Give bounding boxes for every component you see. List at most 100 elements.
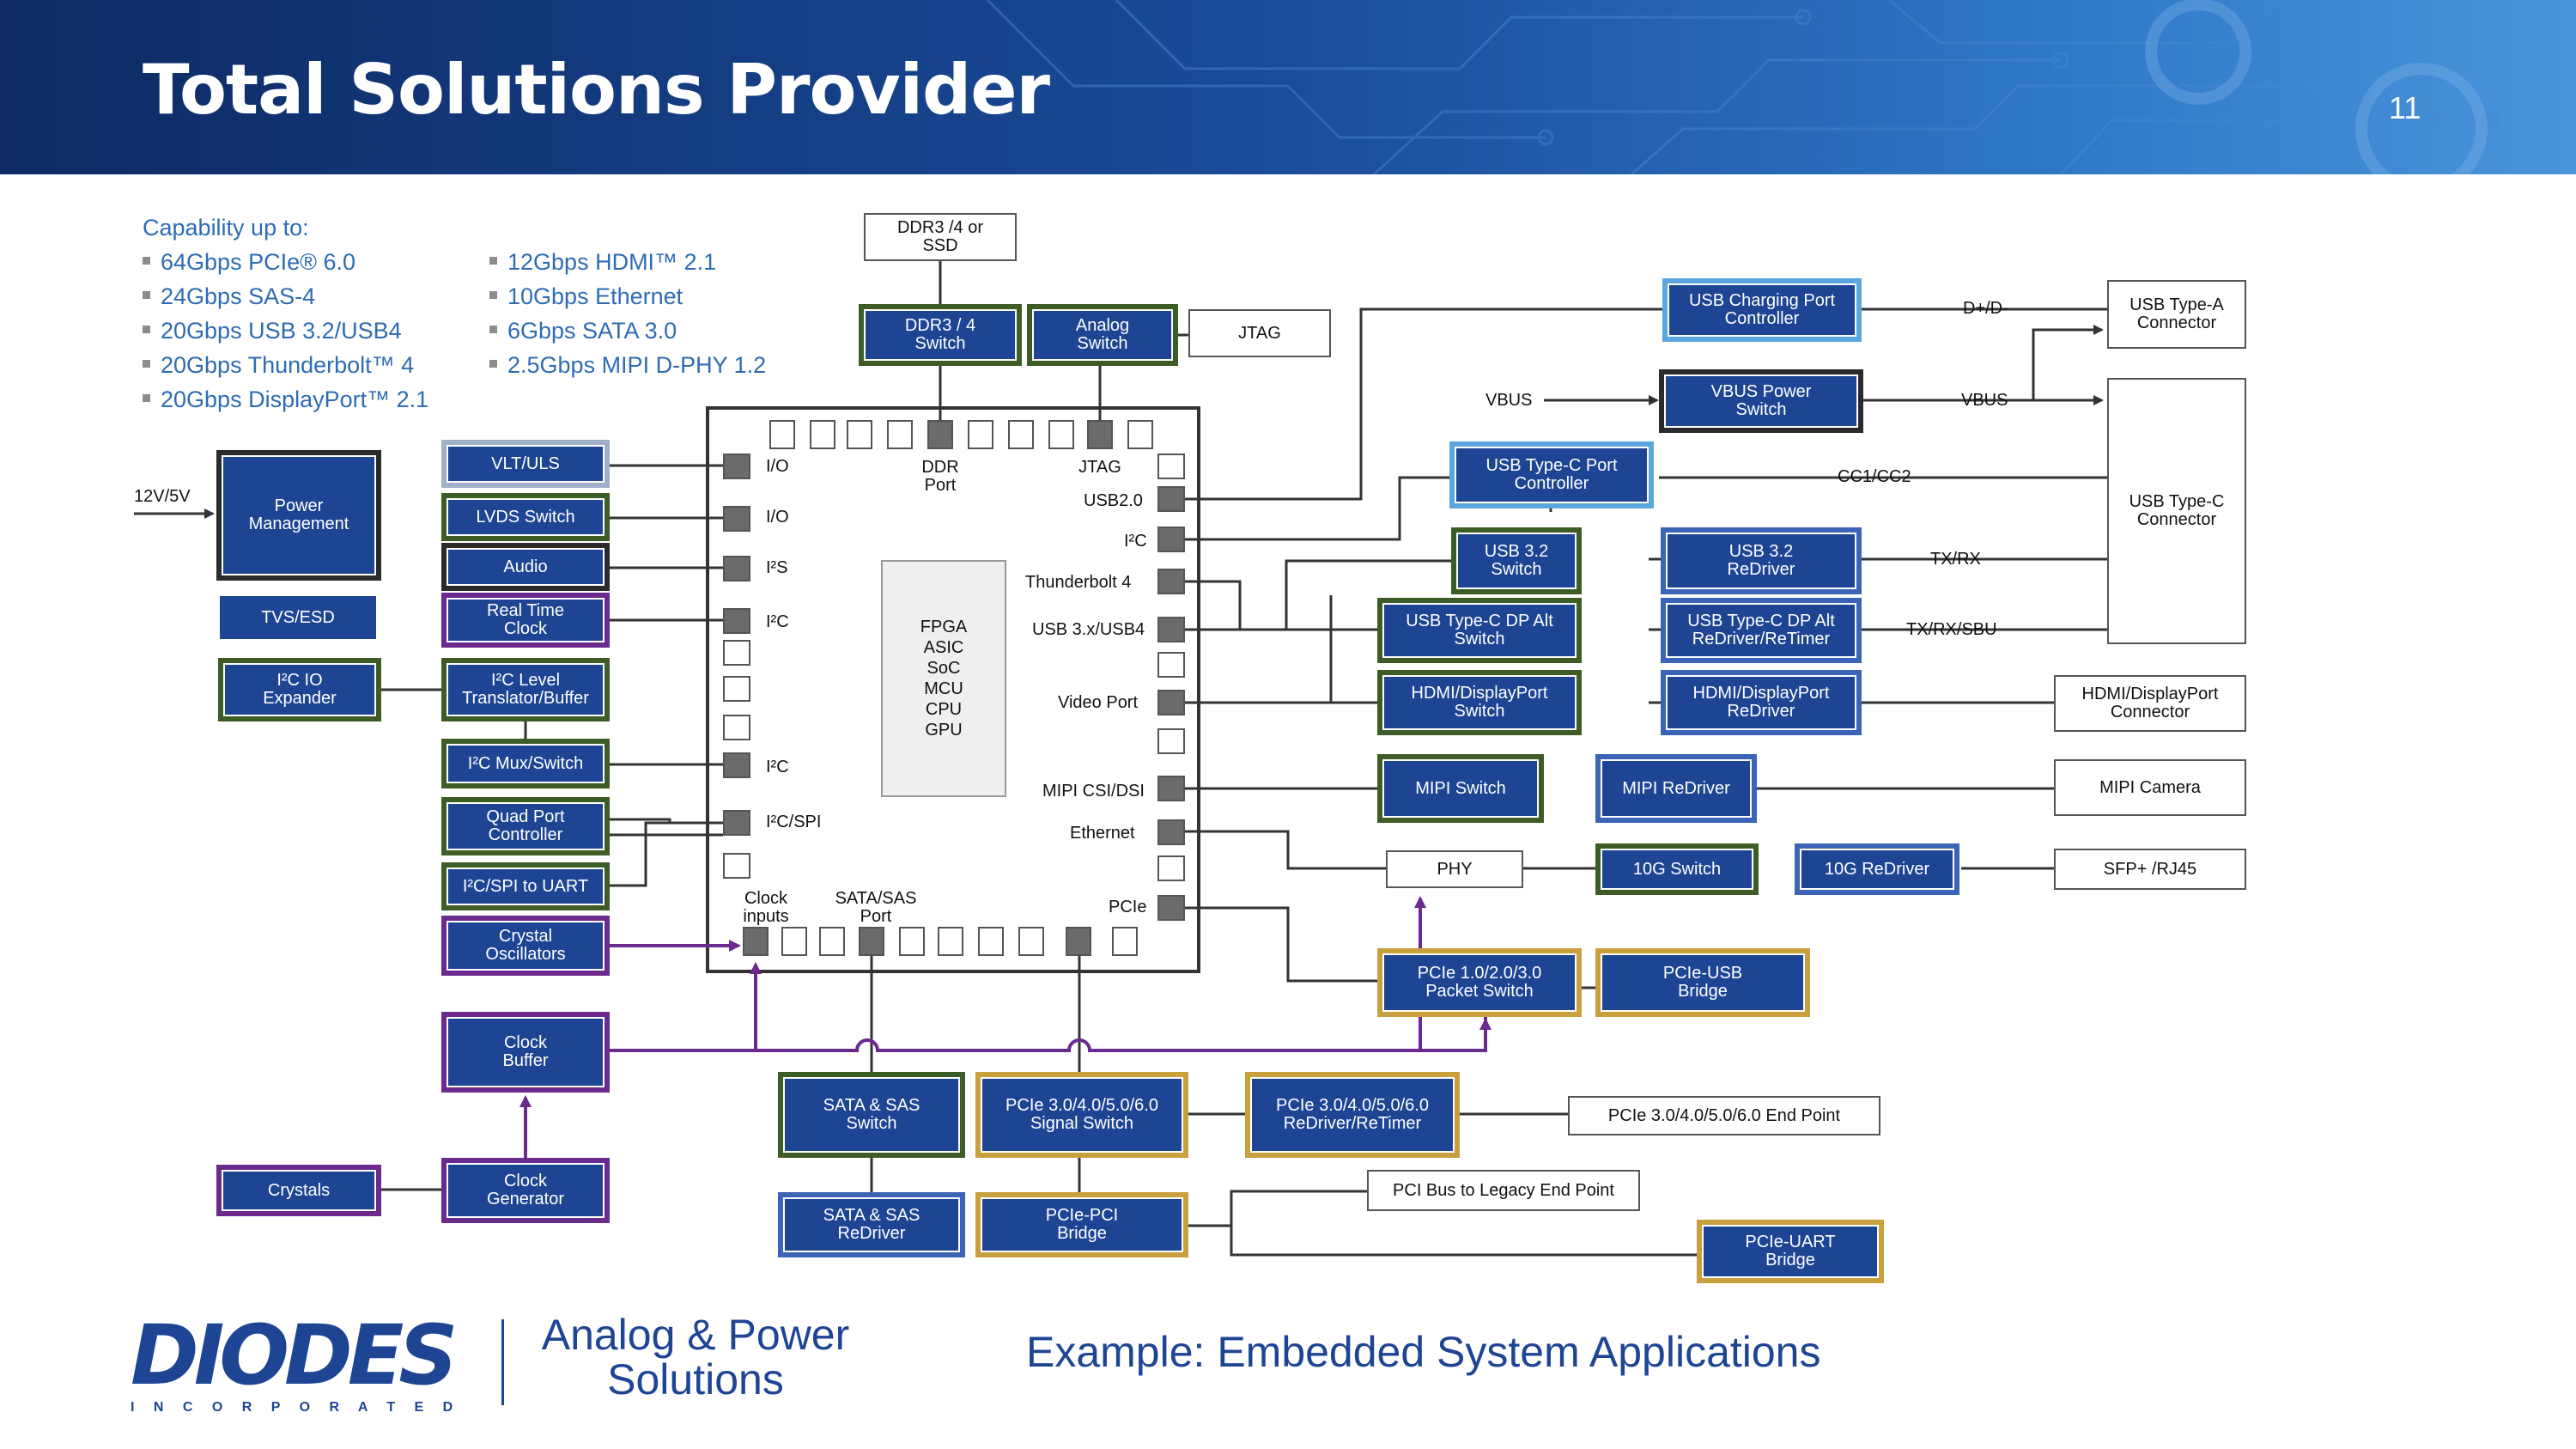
i2c-uart-block: I²C/SPI to UART (441, 862, 610, 910)
pin-label: I²C (766, 612, 789, 631)
pcie-packet-switch-block: PCIe 1.0/2.0/3.0 Packet Switch (1377, 948, 1582, 1017)
capability-item: 2.5Gbps MIPI D-PHY 1.2 (489, 352, 766, 379)
dp-alt-redriver-block: USB Type-C DP Alt ReDriver/ReTimer (1661, 598, 1862, 663)
crystals-block: Crystals (216, 1165, 381, 1216)
usb-type-c-connector: USB Type-C Connector (2107, 378, 2246, 644)
capability-item: 24Gbps SAS-4 (143, 283, 315, 310)
10g-switch-block: 10G Switch (1595, 843, 1759, 895)
pin-label: SATA/SAS Port (835, 889, 917, 926)
hdmi-dp-switch-block: HDMI/DisplayPort Switch (1377, 670, 1582, 735)
diodes-logo: DIODES I N C O R P O R A T E D (131, 1307, 461, 1415)
i2c-level-translator-block: I²C Level Translator/Buffer (441, 658, 610, 721)
pcie-endpoint-block: PCIe 3.0/4.0/5.0/6.0 End Point (1568, 1096, 1880, 1135)
pin-label: Thunderbolt 4 (1025, 573, 1132, 592)
footer-divider (501, 1319, 504, 1405)
circuit-pattern (986, 0, 2499, 174)
header-banner: Total Solutions Provider 11 (0, 0, 2576, 174)
pin-label: JTAG (1078, 458, 1121, 477)
pin-label: Ethernet (1070, 824, 1135, 843)
capability-item: 20Gbps USB 3.2/USB4 (143, 318, 402, 344)
quad-port-controller-block: Quad Port Controller (441, 797, 610, 855)
10g-redriver-block: 10G ReDriver (1795, 843, 1959, 895)
capability-item: 6Gbps SATA 3.0 (489, 318, 677, 344)
mipi-switch-block: MIPI Switch (1377, 754, 1544, 823)
vbus-in-label: VBUS (1485, 391, 1533, 410)
pin-label: I²C (766, 758, 789, 776)
pin-label: I/O (766, 508, 789, 527)
pin-label: USB 3.x/USB4 (1032, 620, 1145, 639)
usb-type-a-connector: USB Type-A Connector (2107, 280, 2246, 349)
mipi-camera-block: MIPI Camera (2054, 759, 2246, 816)
pin-label: Video Port (1058, 693, 1139, 712)
capability-item: 64Gbps PCIe® 6.0 (143, 249, 355, 276)
power-input-label: 12V/5V (134, 487, 191, 506)
clock-buffer-block: Clock Buffer (441, 1012, 610, 1093)
pcie-uart-bridge-block: PCIe-UART Bridge (1697, 1220, 1884, 1283)
rtc-block: Real Time Clock (441, 593, 610, 648)
pin-label: I²S (766, 558, 788, 577)
pcie-pci-bridge-block: PCIe-PCI Bridge (975, 1192, 1188, 1257)
mipi-redriver-block: MIPI ReDriver (1595, 754, 1757, 823)
pin-label: I²C (1124, 532, 1147, 551)
crystal-oscillators-block: Crystal Oscillators (441, 916, 610, 976)
pin-label: USB2.0 (1084, 491, 1143, 510)
page-number: 11 (2389, 90, 2421, 125)
pin-label: I²C/SPI (766, 813, 822, 831)
bullet-icon (489, 291, 497, 300)
i2c-mux-block: I²C Mux/Switch (441, 739, 610, 788)
vbus-out-label: VBUS (1961, 391, 2008, 410)
page-title: Total Solutions Provider (143, 50, 1050, 130)
pin-label: DDR Port (921, 458, 959, 495)
pcie-usb-bridge-block: PCIe-USB Bridge (1595, 948, 1810, 1017)
capability-item: 20Gbps Thunderbolt™ 4 (143, 352, 414, 379)
pin-label: PCIe (1109, 898, 1147, 916)
division-name: Analog & Power Solutions (541, 1311, 850, 1403)
power-management-block: Power Management (216, 450, 381, 581)
usb32-redriver-block: USB 3.2 ReDriver (1661, 527, 1862, 594)
usb-charging-controller-block: USB Charging Port Controller (1662, 278, 1862, 342)
capability-item: 10Gbps Ethernet (489, 283, 683, 310)
capability-item: 12Gbps HDMI™ 2.1 (489, 249, 716, 276)
jtag-block: JTAG (1188, 309, 1331, 357)
vlt-uls-block: VLT/ULS (441, 440, 610, 488)
bullet-icon (489, 326, 497, 334)
i2c-io-expander-block: I²C IO Expander (218, 658, 381, 721)
capability-item: 20Gbps DisplayPort™ 2.1 (143, 387, 428, 413)
hdmi-dp-connector: HDMI/DisplayPort Connector (2054, 675, 2246, 732)
bullet-icon (143, 394, 150, 403)
audio-block: Audio (441, 543, 610, 591)
bullet-icon (143, 360, 150, 368)
pci-legacy-endpoint-block: PCI Bus to Legacy End Point (1367, 1170, 1640, 1211)
txrx-label: TX/RX (1930, 550, 1981, 569)
phy-block: PHY (1386, 850, 1523, 888)
ddr-ssd-block: DDR3 /4 or SSD (864, 213, 1017, 261)
sfp-rj45-block: SFP+ /RJ45 (2054, 849, 2246, 890)
analog-switch-block: Analog Switch (1027, 304, 1178, 366)
bullet-icon (489, 257, 497, 265)
clock-generator-block: Clock Generator (441, 1158, 610, 1223)
bullet-icon (143, 257, 150, 265)
pcie-redriver-block: PCIe 3.0/4.0/5.0/6.0 ReDriver/ReTimer (1245, 1072, 1460, 1158)
lvds-switch-block: LVDS Switch (441, 493, 610, 541)
pin-label: I/O (766, 457, 789, 476)
pin-label: MIPI CSI/DSI (1042, 782, 1145, 801)
pin-label: Clock inputs (743, 889, 789, 926)
cc-label: CC1/CC2 (1838, 467, 1911, 486)
bullet-icon (143, 291, 150, 300)
slide-caption: Example: Embedded System Applications (1026, 1328, 1821, 1376)
tvs-esd-block: TVS/ESD (220, 596, 376, 639)
sata-sas-redriver-block: SATA & SAS ReDriver (778, 1192, 965, 1257)
usb-c-port-controller-block: USB Type-C Port Controller (1449, 441, 1654, 508)
ddr-switch-block: DDR3 / 4 Switch (859, 304, 1022, 366)
pcie-signal-switch-block: PCIe 3.0/4.0/5.0/6.0 Signal Switch (975, 1072, 1188, 1158)
fpga-block: FPGA ASIC SoC MCU CPU GPU (881, 560, 1006, 797)
dp-alt-switch-block: USB Type-C DP Alt Switch (1377, 598, 1582, 663)
vbus-power-switch-block: VBUS Power Switch (1659, 369, 1863, 433)
bullet-icon (489, 360, 497, 368)
capability-heading: Capability up to: (143, 215, 309, 240)
dp-dm-label: D+/D- (1963, 299, 2008, 318)
bullet-icon (143, 326, 150, 334)
hdmi-dp-redriver-block: HDMI/DisplayPort ReDriver (1661, 670, 1862, 735)
txrx-sbu-label: TX/RX/SBU (1906, 620, 1997, 639)
